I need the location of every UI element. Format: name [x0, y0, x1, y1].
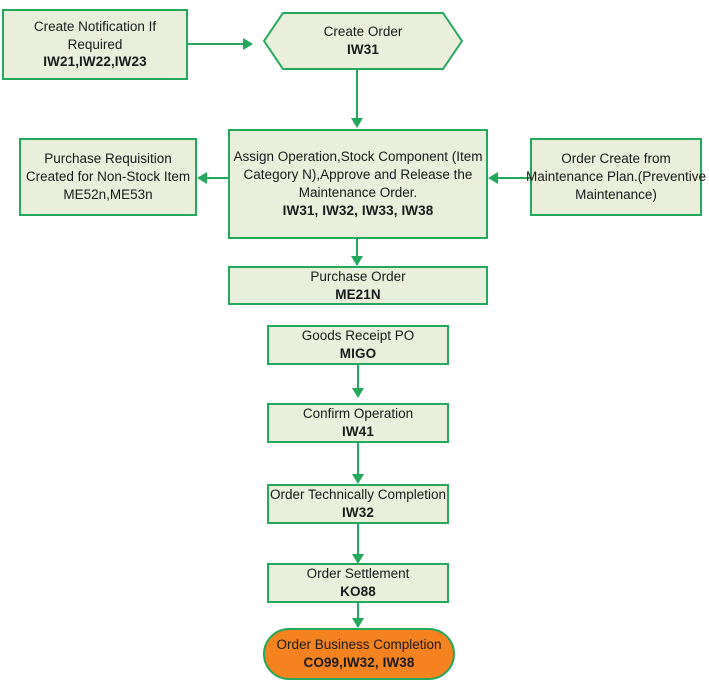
node-create-order-title: Create Order	[323, 24, 403, 40]
node-assign-operation[interactable]: Assign Operation,Stock Component (Item C…	[228, 129, 488, 239]
node-order-create-from-plan-line2: Maintenance Plan.(Preventive	[525, 169, 707, 185]
node-purchase-order-code: ME21N	[335, 286, 381, 302]
node-purchase-requisition-line2: Created for Non-Stock Item	[25, 169, 191, 185]
node-confirm-operation[interactable]: Confirm Operation IW41	[267, 403, 449, 443]
node-create-notification-code: IW21,IW22,IW23	[43, 54, 147, 70]
node-technical-completion-title: Order Technically Completion	[269, 487, 447, 503]
connector-notification-to-order	[188, 43, 245, 45]
connector-goods-receipt-to-confirm	[357, 365, 359, 393]
node-technical-completion-code: IW32	[342, 505, 374, 520]
node-technical-completion[interactable]: Order Technically Completion IW32	[267, 484, 449, 524]
node-purchase-order-title: Purchase Order	[310, 268, 406, 284]
node-order-settlement-code: KO88	[340, 584, 376, 599]
node-order-create-from-plan[interactable]: Order Create from Maintenance Plan.(Prev…	[526, 138, 706, 216]
node-order-settlement-title: Order Settlement	[306, 566, 410, 582]
node-order-create-from-plan-line3: Maintenance)	[575, 186, 657, 202]
node-goods-receipt[interactable]: Goods Receipt PO MIGO	[267, 325, 449, 365]
node-assign-operation-line3: Maintenance Order.	[298, 185, 418, 200]
node-create-order-text: Create Order IW31	[263, 23, 463, 59]
arrowhead-assign-to-purchase-order	[351, 256, 363, 266]
node-purchase-requisition-line3: ME52n,ME53n	[63, 186, 153, 202]
node-purchase-order[interactable]: Purchase Order ME21N	[228, 266, 488, 305]
arrowhead-assign-to-purchase-req	[197, 172, 207, 184]
arrowhead-confirm-to-tech-completion	[352, 474, 364, 484]
node-confirm-operation-title: Confirm Operation	[302, 406, 414, 422]
node-assign-operation-line1: Assign Operation,Stock Component (Item	[233, 149, 483, 165]
connector-assign-to-purchase-req	[199, 177, 228, 179]
arrowhead-goods-receipt-to-confirm	[352, 388, 364, 398]
node-create-notification-title: Create Notification If Required	[33, 18, 157, 52]
node-create-notification[interactable]: Create Notification If Required IW21,IW2…	[2, 9, 188, 80]
node-create-order-code: IW31	[347, 42, 379, 57]
connector-plan-to-assign	[490, 177, 530, 179]
node-goods-receipt-title: Goods Receipt PO	[301, 328, 415, 344]
hexagon-shape	[263, 12, 463, 70]
arrowhead-settlement-to-business-completion	[352, 618, 364, 628]
node-assign-operation-line2: Category N),Approve and Release the	[243, 167, 473, 183]
node-order-settlement[interactable]: Order Settlement KO88	[267, 563, 449, 603]
connector-assign-to-purchase-order	[356, 239, 358, 265]
node-purchase-requisition-line1: Purchase Requisition	[44, 151, 172, 167]
node-purchase-requisition[interactable]: Purchase Requisition Created for Non-Sto…	[19, 138, 197, 216]
node-create-order[interactable]: Create Order IW31	[263, 12, 463, 70]
node-order-create-from-plan-line1: Order Create from	[561, 151, 671, 167]
arrowhead-tech-completion-to-settlement	[352, 554, 364, 564]
node-business-completion-title: Order Business Completion	[276, 637, 442, 653]
node-goods-receipt-code: MIGO	[339, 346, 377, 361]
arrowhead-plan-to-assign	[488, 172, 498, 184]
node-confirm-operation-code: IW41	[342, 424, 374, 439]
node-assign-operation-code: IW31, IW32, IW33, IW38	[282, 202, 434, 218]
node-business-completion[interactable]: Order Business Completion CO99,IW32, IW3…	[263, 628, 455, 680]
node-business-completion-code: CO99,IW32, IW38	[303, 655, 415, 670]
connector-settlement-to-business-completion	[357, 603, 359, 627]
connector-tech-completion-to-settlement	[357, 524, 359, 562]
connector-confirm-to-tech-completion	[357, 443, 359, 481]
arrowhead-order-to-assign	[351, 118, 363, 128]
arrowhead-notification-to-order	[243, 38, 253, 50]
connector-order-to-assign	[356, 70, 358, 122]
